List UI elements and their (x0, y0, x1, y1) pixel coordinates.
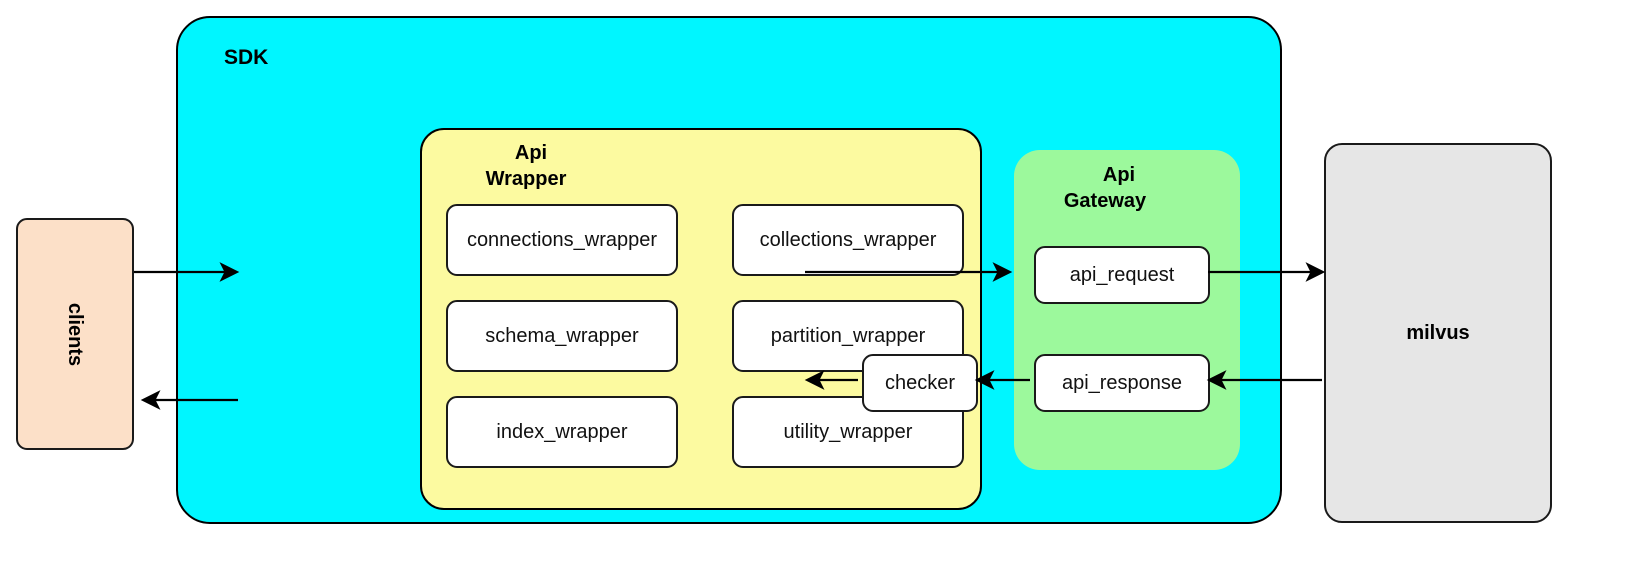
module-card-schema-wrapper[interactable]: schema_wrapper (446, 300, 678, 372)
api-wrapper-label: Api Wrapper (466, 140, 586, 192)
api-wrapper-label-line1: Api (514, 142, 548, 164)
api-wrapper-panel: Api Wrapper connections_wrapper collecti… (420, 128, 982, 510)
module-card-index-wrapper[interactable]: index_wrapper (446, 396, 678, 468)
checker-box[interactable]: checker (862, 354, 978, 412)
module-card-connections-wrapper[interactable]: connections_wrapper (446, 204, 678, 276)
module-card-collections-wrapper[interactable]: collections_wrapper (732, 204, 964, 276)
clients-label: clients (64, 302, 87, 366)
sdk-container: SDK Api Wrapper connections_wrapper coll… (176, 16, 1282, 524)
milvus-box[interactable]: milvus (1324, 143, 1552, 523)
api-gateway-panel: Api Gateway api_request api_response (1014, 150, 1240, 470)
api-gateway-label-line1: Api (1102, 164, 1136, 186)
api-gateway-label: Api Gateway (1030, 162, 1180, 214)
clients-box[interactable]: clients (16, 218, 134, 450)
gateway-card-api-request[interactable]: api_request (1034, 246, 1210, 304)
module-card-utility-wrapper[interactable]: utility_wrapper (732, 396, 964, 468)
sdk-label: SDK (224, 46, 269, 69)
api-wrapper-label-line2: Wrapper (485, 168, 567, 190)
api-gateway-label-line2: Gateway (1063, 190, 1147, 212)
module-card-partition-wrapper[interactable]: partition_wrapper (732, 300, 964, 372)
gateway-card-api-response[interactable]: api_response (1034, 354, 1210, 412)
